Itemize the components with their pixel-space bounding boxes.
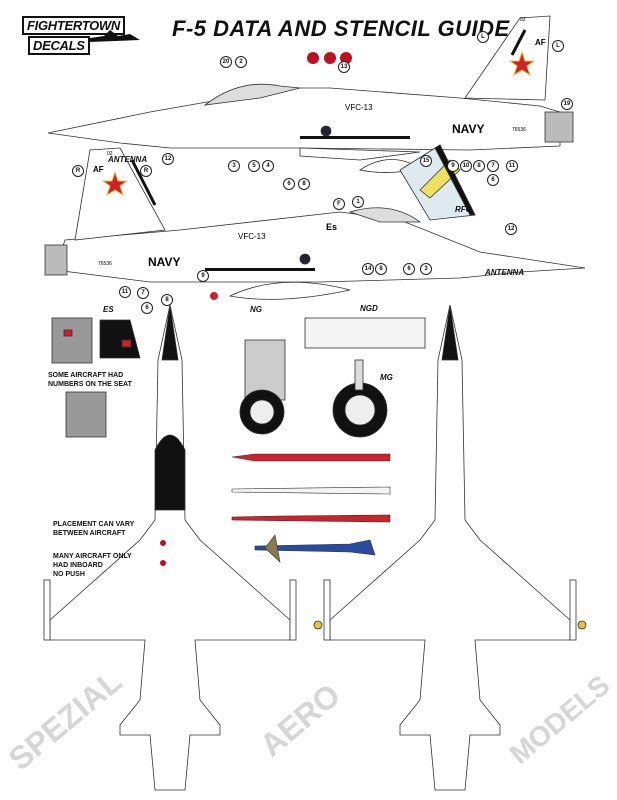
callout: L bbox=[477, 31, 489, 43]
callout: F bbox=[333, 198, 345, 210]
seat-numbers-note: SOME AIRCRAFT HAD NUMBERS ON THE SEAT bbox=[48, 372, 132, 388]
fightertown-logo: FIGHTERTOWN DECALS bbox=[22, 14, 142, 58]
red-star-icon bbox=[101, 170, 129, 197]
callout: 11 bbox=[506, 160, 518, 172]
callout: 6 bbox=[283, 178, 295, 190]
tail-code-bottom: AF bbox=[93, 165, 104, 174]
callout: 8 bbox=[473, 160, 485, 172]
side-view-right bbox=[44, 147, 586, 300]
bureau-number-top: 76536 bbox=[512, 127, 526, 133]
es-marking: Es bbox=[326, 222, 338, 232]
landing-gear-images bbox=[239, 317, 426, 438]
ejection-seat-images bbox=[51, 317, 141, 438]
logo-line2: DECALS bbox=[28, 36, 90, 55]
unit-marking-bottom: VFC-13 bbox=[238, 232, 266, 241]
callout: 10 bbox=[460, 160, 472, 172]
ng-label: NG bbox=[250, 305, 262, 314]
callout: 8 bbox=[375, 263, 387, 275]
callout: 15 bbox=[420, 155, 432, 167]
navy-marking-top: NAVY bbox=[452, 122, 485, 136]
page-title: F-5 DATA AND STENCIL GUIDE bbox=[172, 16, 510, 41]
callout: 11 bbox=[119, 286, 131, 298]
antenna-label-top: ANTENNA bbox=[108, 155, 148, 164]
callout: 2 bbox=[235, 56, 247, 68]
top-view-right bbox=[313, 304, 587, 791]
logo-jet-icon bbox=[90, 30, 140, 42]
callout: 8 bbox=[298, 178, 310, 190]
callout: 6 bbox=[487, 174, 499, 186]
navy-marking-bottom: NAVY bbox=[148, 255, 181, 269]
callout: 12 bbox=[505, 223, 517, 235]
callout: 13 bbox=[338, 61, 350, 73]
callout: 4 bbox=[262, 160, 274, 172]
modex-top: 02 bbox=[520, 17, 526, 23]
callout: 12 bbox=[162, 153, 174, 165]
missiles bbox=[231, 453, 391, 563]
callout: R bbox=[140, 165, 152, 177]
callout: 1 bbox=[352, 196, 364, 208]
callout: 3 bbox=[420, 263, 432, 275]
callout: 7 bbox=[137, 287, 149, 299]
inboard-note: MANY AIRCRAFT ONLY HAD INBOARD NO PUSH bbox=[53, 553, 132, 578]
callout: 9 bbox=[197, 270, 209, 282]
modex-bottom: 02 bbox=[107, 151, 113, 157]
callout: 9 bbox=[447, 160, 459, 172]
callout: 6 bbox=[141, 302, 153, 314]
side-view-left bbox=[47, 15, 574, 173]
callout: 6 bbox=[403, 263, 415, 275]
callout: 19 bbox=[561, 98, 573, 110]
callout: 7 bbox=[487, 160, 499, 172]
callout: 3 bbox=[228, 160, 240, 172]
top-view-left bbox=[43, 304, 297, 791]
callout: 14 bbox=[362, 263, 374, 275]
rfc-label: RFC bbox=[455, 205, 472, 214]
ngd-label: NGD bbox=[360, 304, 378, 313]
callout: R bbox=[72, 165, 84, 177]
callout: L bbox=[552, 40, 564, 52]
es-label: ES bbox=[103, 305, 114, 314]
mg-label: MG bbox=[380, 373, 393, 382]
red-star-icon bbox=[508, 50, 536, 77]
callout: 5 bbox=[248, 160, 260, 172]
logo-line1: FIGHTERTOWN bbox=[22, 16, 125, 35]
unit-marking-top: VFC-13 bbox=[345, 103, 373, 112]
red-dot bbox=[324, 52, 336, 64]
callout: 20 bbox=[220, 56, 232, 68]
placement-note: PLACEMENT CAN VARY BETWEEN AIRCRAFT bbox=[53, 521, 135, 537]
red-dot bbox=[307, 52, 319, 64]
callout: 8 bbox=[161, 294, 173, 306]
tail-code-top: AF bbox=[535, 38, 546, 47]
bureau-number-bottom: 76536 bbox=[98, 261, 112, 267]
antenna-label-bottom: ANTENNA bbox=[485, 268, 525, 277]
